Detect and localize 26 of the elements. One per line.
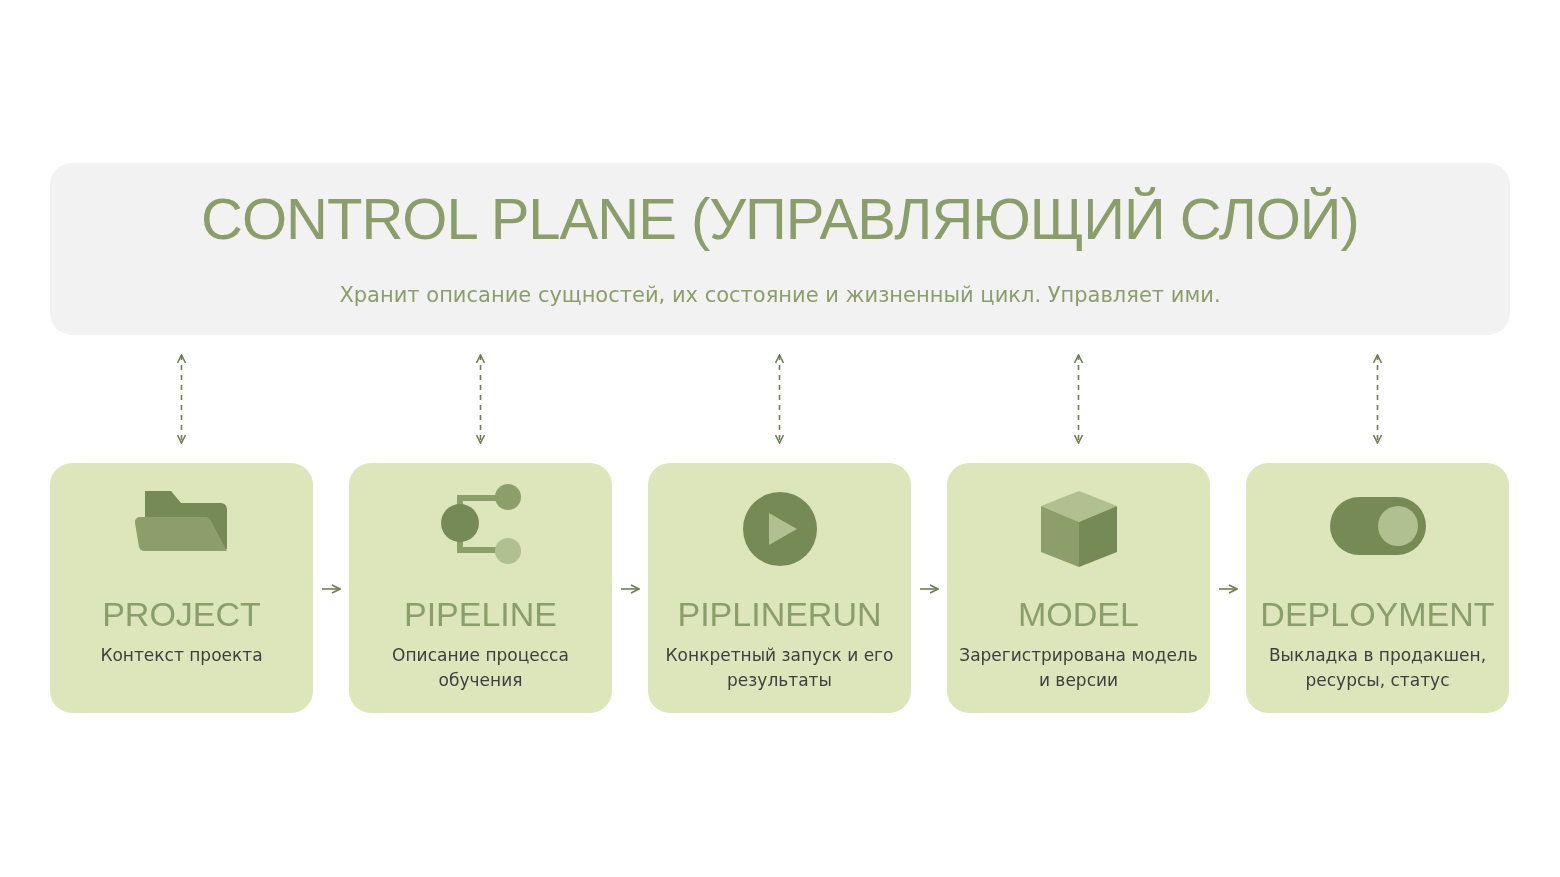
arrow <box>321 584 341 594</box>
arrow <box>176 354 187 444</box>
entity-description: Выкладка в продакшен, ресурсы, статус <box>1267 644 1488 692</box>
entity-card <box>947 463 1210 713</box>
entity-card <box>50 463 313 713</box>
entity-description: Зарегистрирована модель и версии <box>958 644 1199 692</box>
arrow <box>774 354 785 444</box>
entity-description: Контекст проекта <box>99 644 264 667</box>
arrow <box>475 354 486 444</box>
entity-name: PIPLINERUN <box>677 595 882 634</box>
layer-title: CONTROL PLANE (УПРАВЛЯЮЩИЙ СЛОЙ) <box>201 185 1359 252</box>
arrow <box>1218 584 1238 594</box>
entity-card <box>349 463 612 713</box>
arrow <box>1073 354 1084 444</box>
entity-description: Конкретный запуск и его результаты <box>664 644 895 692</box>
entity-description: Описание процесса обучения <box>391 644 570 692</box>
entity-name: PIPELINE <box>403 595 558 634</box>
arrow <box>620 584 640 594</box>
entity-name: PROJECT <box>102 595 261 634</box>
arrow <box>1372 354 1383 444</box>
layer-description: Хранит описание сущностей, их состояние и жизненный цикл. Управляет ими. <box>339 283 1221 307</box>
arrow <box>919 584 939 594</box>
entity-name: DEPLOYMENT <box>1260 595 1495 634</box>
entity-card <box>1246 463 1509 713</box>
entity-name: MODEL <box>1018 595 1139 634</box>
entity-card <box>648 463 911 713</box>
